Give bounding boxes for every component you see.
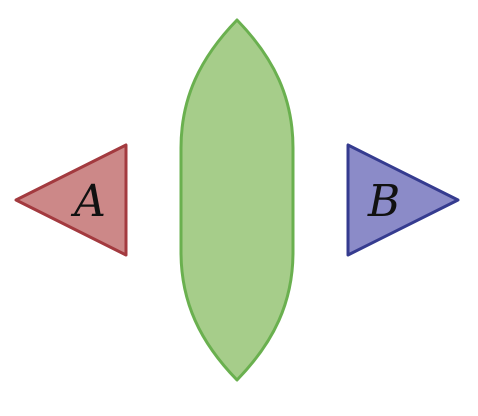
lens-shape (179, 18, 295, 382)
right-triangle-label: B (367, 176, 400, 227)
left-triangle-label: A (70, 176, 106, 227)
right-triangle-shape (346, 143, 460, 257)
left-triangle-shape (14, 143, 128, 257)
right-triangle-group: B (346, 143, 460, 257)
left-triangle-group: A (14, 143, 128, 257)
